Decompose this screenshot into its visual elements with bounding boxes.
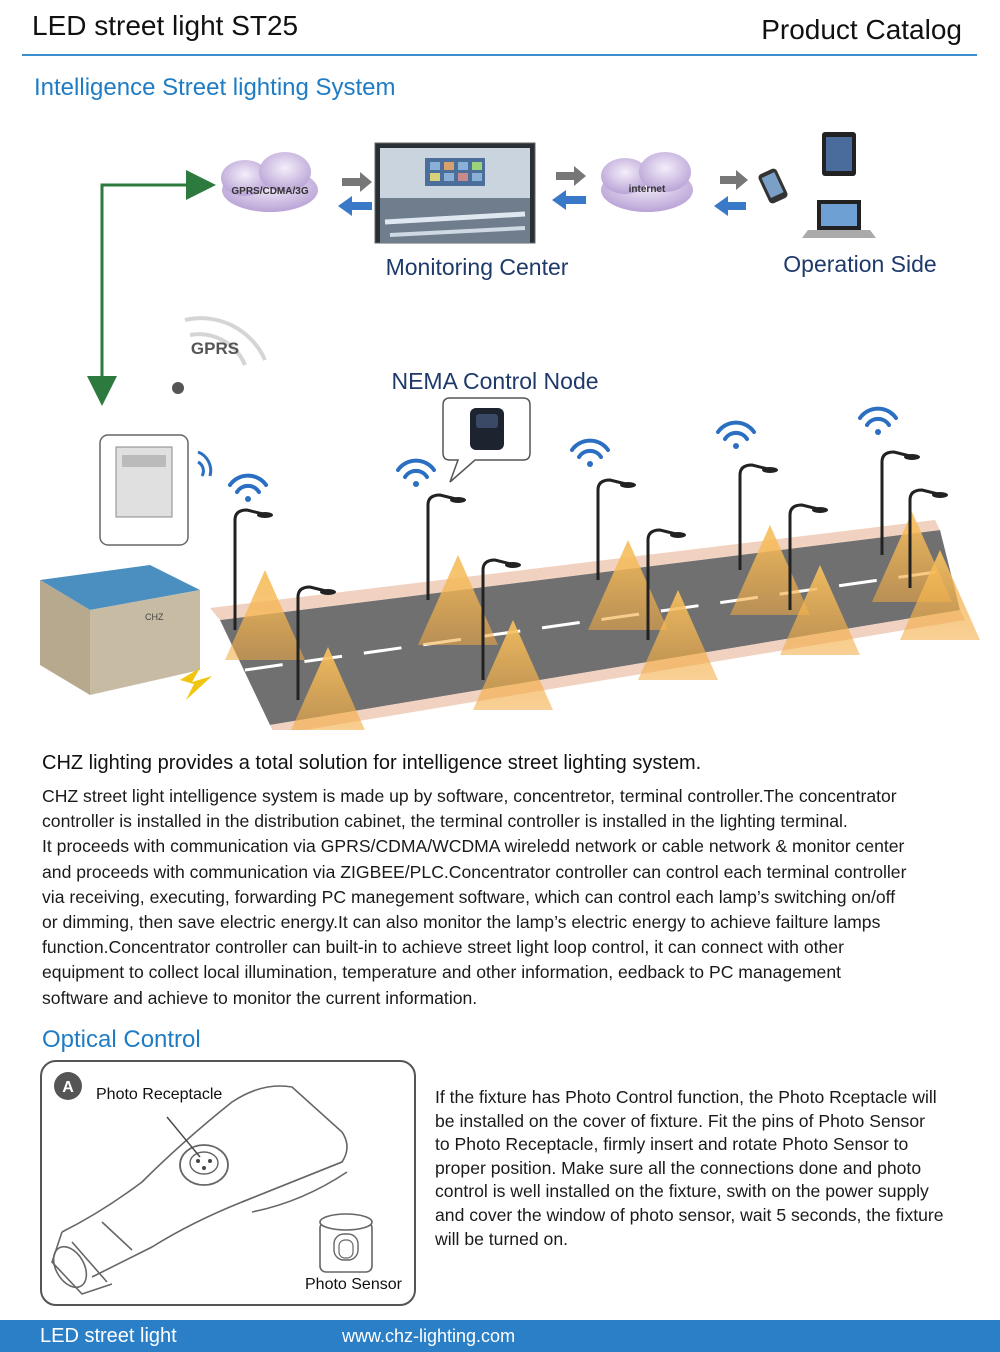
system-diagram: GPRS/CDMA/3G Monitoring Center internet: [40, 132, 980, 730]
section-heading-system: Intelligence Street lighting System: [34, 74, 396, 101]
gprs-signal-icon: GPRS: [172, 316, 267, 394]
body-line: CHZ street light intelligence system is …: [42, 786, 897, 806]
monitoring-center-image: [374, 142, 536, 244]
tablet-icon: [822, 132, 856, 176]
operation-side-label: Operation Side: [783, 251, 936, 277]
wifi-icon: [858, 406, 898, 435]
monitoring-center-label: Monitoring Center: [386, 254, 569, 280]
badge-a-label: A: [62, 1079, 74, 1096]
light-cone: [900, 550, 980, 640]
nema-control-node-image: [442, 397, 531, 483]
street-light-pole: [900, 488, 980, 640]
optical-line: proper position. Make sure all the conne…: [435, 1157, 922, 1178]
intro-sentence: CHZ lighting provides a total solution f…: [42, 752, 702, 774]
street-light-pole: [225, 508, 305, 660]
footer-bar: [0, 1320, 1000, 1352]
system-description: CHZ street light intelligence system is …: [42, 784, 987, 1011]
photo-sensor-icon: [319, 1213, 373, 1273]
street-light-pole: [780, 503, 860, 655]
wifi-icon: [716, 420, 756, 449]
light-cone: [225, 570, 305, 660]
body-line: equipment to collect local illumination,…: [42, 962, 842, 983]
body-line: or dimming, then save electric energy.It…: [42, 912, 881, 933]
light-cone: [418, 555, 498, 645]
photo-receptacle-label: Photo Receptacle: [96, 1086, 223, 1103]
street-lights: [225, 406, 980, 730]
optical-line: control is well installed on the fixture…: [435, 1181, 929, 1202]
light-cone: [780, 565, 860, 655]
power-bolt-icon: [180, 668, 212, 700]
body-line: function.Concentrator controller can bui…: [42, 937, 844, 958]
body-line: software and achieve to monitor the curr…: [42, 987, 478, 1008]
receptacle-leader-line: [166, 1116, 201, 1158]
gprs-cdma-cloud: GPRS/CDMA/3G: [221, 152, 318, 212]
light-cone: [638, 590, 718, 680]
optical-line: will be turned on.: [435, 1228, 569, 1249]
badge-a: [54, 1072, 82, 1100]
page-title: LED street light ST25: [32, 10, 299, 41]
fixture-outline: [51, 1085, 348, 1295]
footer-website-link[interactable]: www.chz-lighting.com: [342, 1326, 516, 1346]
optical-line: If the fixture has Photo Control functio…: [435, 1087, 937, 1107]
distribution-cabinet: CHZ: [40, 565, 200, 695]
smartphone-icon: [758, 168, 788, 204]
body-line: It proceeds with communication via GPRS/…: [42, 836, 905, 857]
cloud2-label: internet: [629, 184, 666, 195]
section-heading-optical: Optical Control: [42, 1026, 201, 1053]
meter-callout: [99, 434, 189, 546]
gprs-label: GPRS: [191, 339, 239, 358]
street-light-pole: [291, 585, 365, 730]
laptop-icon: [802, 200, 876, 238]
optical-line: to Photo Receptacle, firmly insert and r…: [435, 1134, 909, 1155]
wifi-icon: [570, 438, 610, 467]
light-cone: [291, 647, 365, 730]
nema-node-label: NEMA Control Node: [391, 368, 598, 394]
body-line: via receiving, executing, forwarding PC …: [42, 886, 896, 907]
body-line: controller is installed in the distribut…: [42, 811, 848, 832]
street-light-pole: [638, 528, 718, 680]
photo-sensor-label: Photo Sensor: [305, 1276, 402, 1293]
street-light-pole: [418, 493, 498, 645]
cabinet-label: CHZ: [145, 612, 164, 622]
data-link-line: [100, 170, 216, 400]
wifi-icon: [396, 458, 436, 487]
catalog-label: Product Catalog: [761, 14, 962, 45]
optical-line: and cover the window of photo sensor, wa…: [435, 1204, 944, 1225]
body-line: and proceeds with communication via ZIGB…: [42, 861, 907, 882]
street-light-pole: [473, 558, 553, 710]
photo-receptacle-icon: [179, 1144, 229, 1186]
wifi-icon-cabinet: [197, 450, 213, 477]
light-cone: [473, 620, 553, 710]
cloud1-label: GPRS/CDMA/3G: [231, 186, 308, 197]
optical-control-illustration: A: [40, 1060, 416, 1306]
optical-control-description: If the fixture has Photo Control functio…: [435, 1086, 995, 1251]
header-divider: [22, 54, 977, 56]
wifi-icon: [228, 473, 268, 502]
optical-line: be installed on the cover of fixture. Fi…: [435, 1110, 925, 1131]
internet-cloud: internet: [601, 152, 693, 212]
footer-product-label: LED street light: [40, 1325, 177, 1347]
